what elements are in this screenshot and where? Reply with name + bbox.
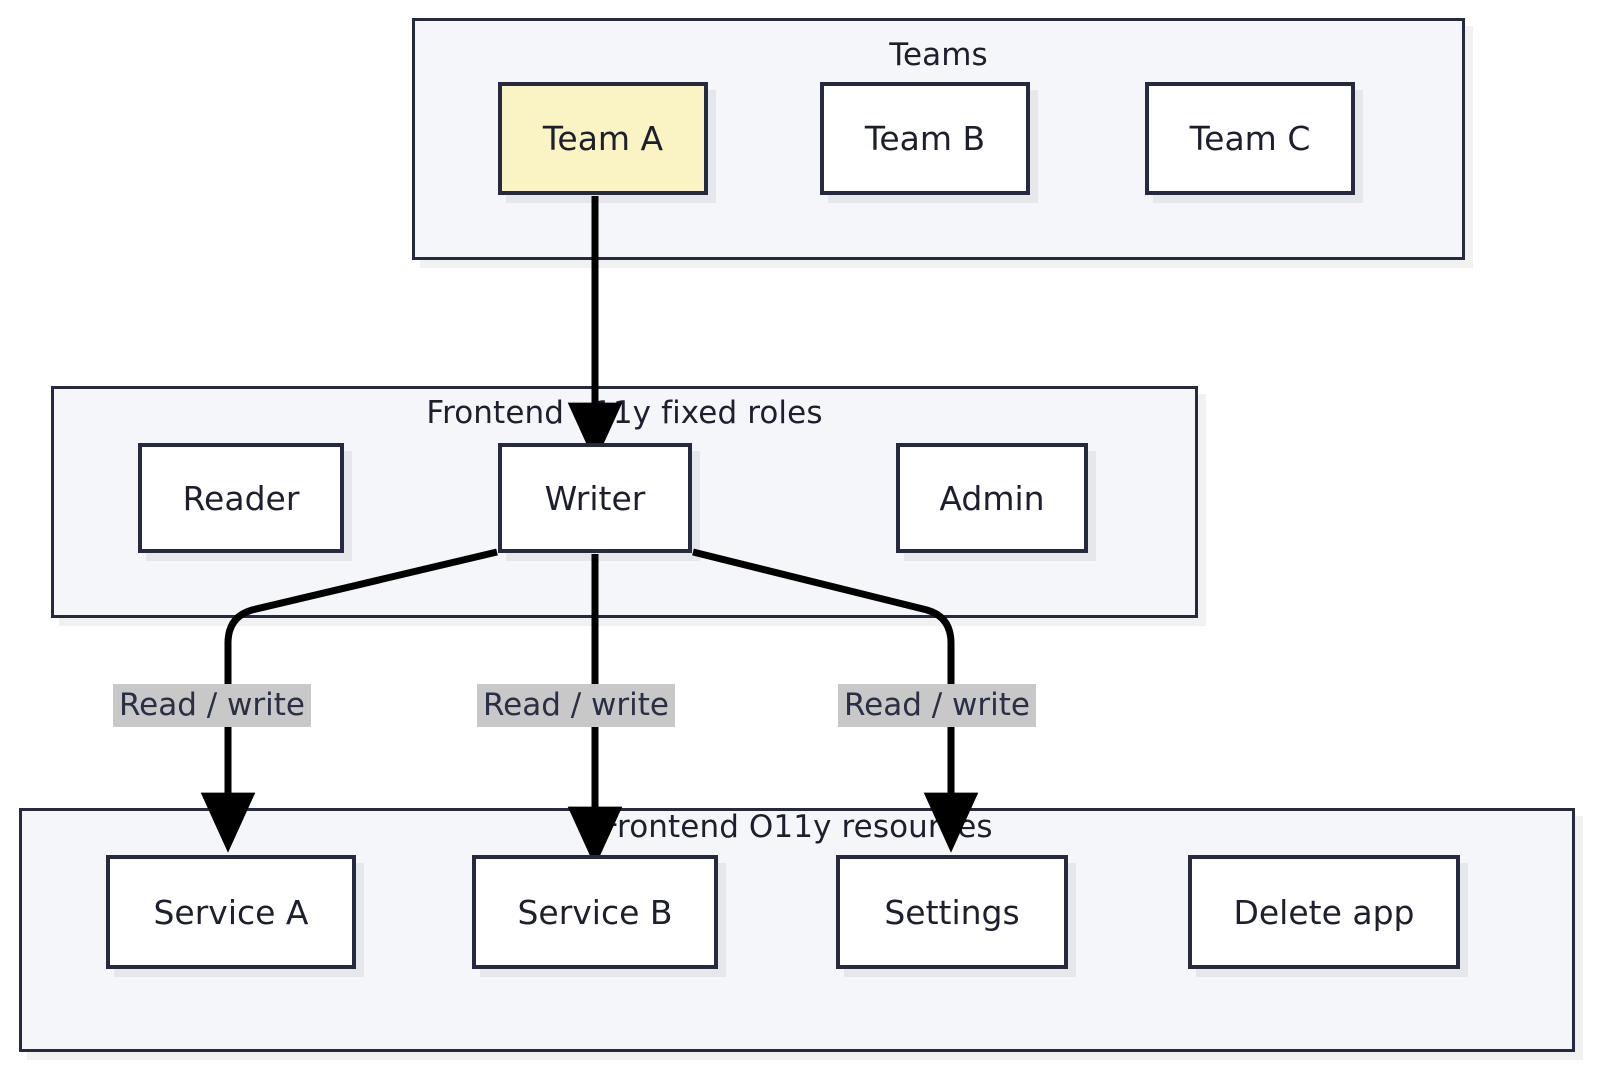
edge-label-writer-to-settings: Read / write <box>838 684 1036 727</box>
node-team-a-label: Team A <box>542 119 664 158</box>
node-team-c-label: Team C <box>1189 119 1311 158</box>
edge-label-writer-to-service-a: Read / write <box>113 684 311 727</box>
edge-label-writer-to-service-b: Read / write <box>477 684 675 727</box>
node-writer-label: Writer <box>544 478 646 518</box>
node-writer[interactable]: Writer <box>498 443 692 553</box>
node-admin-label: Admin <box>939 478 1045 518</box>
node-team-c[interactable]: Team C <box>1145 82 1355 195</box>
node-reader[interactable]: Reader <box>138 443 344 553</box>
cluster-resources-title: Frontend O11y resources <box>601 809 993 845</box>
node-service-b[interactable]: Service B <box>472 855 718 969</box>
node-service-a-label: Service A <box>153 892 309 932</box>
node-settings-label: Settings <box>884 892 1020 932</box>
cluster-teams-title: Teams <box>889 37 988 73</box>
node-team-b-label: Team B <box>864 119 986 158</box>
node-service-b-label: Service B <box>517 892 673 932</box>
node-delete-app-label: Delete app <box>1233 892 1415 932</box>
node-service-a[interactable]: Service A <box>106 855 356 969</box>
node-team-b[interactable]: Team B <box>820 82 1030 195</box>
node-settings[interactable]: Settings <box>836 855 1068 969</box>
cluster-roles-title: Frontend o11y fixed roles <box>426 395 823 431</box>
node-team-a[interactable]: Team A <box>498 82 708 195</box>
node-admin[interactable]: Admin <box>896 443 1088 553</box>
node-reader-label: Reader <box>182 478 300 518</box>
node-delete-app[interactable]: Delete app <box>1188 855 1460 969</box>
